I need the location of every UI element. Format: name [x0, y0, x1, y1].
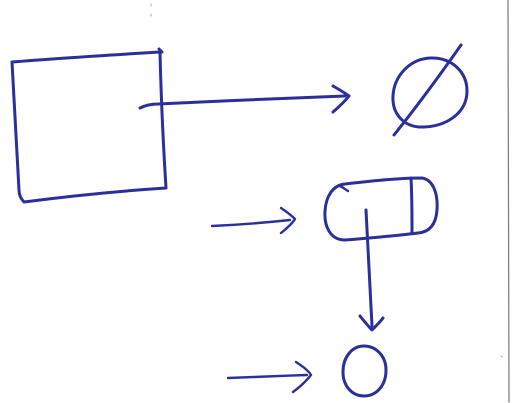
paper-speck-right: [500, 355, 503, 358]
arrow-into-small-circle: [226, 360, 313, 394]
arrow-square-to-crossed-circle-head: [331, 84, 351, 114]
capsule: [323, 176, 439, 242]
arrow-into-capsule: [210, 206, 297, 235]
arrow-capsule-to-small-circle-head: [358, 314, 385, 332]
paper-right-edge: [507, 0, 510, 403]
large-square: [10, 50, 168, 204]
crossed-circle-slash: [392, 43, 463, 137]
crossed-circle-ring: [391, 56, 469, 129]
crossed-circle: [391, 43, 469, 137]
arrow-into-small-circle-head: [291, 360, 313, 394]
arrow-capsule-to-small-circle: [358, 208, 385, 332]
capsule-outline: [323, 176, 439, 242]
arrow-capsule-to-small-circle-shaft: [364, 208, 374, 328]
capsule-inner-mark: [338, 184, 350, 193]
arrow-into-capsule-head: [279, 206, 297, 235]
arrow-square-to-crossed-circle: [138, 84, 351, 114]
capsule-divider: [409, 176, 414, 234]
arrow-into-small-circle-shaft: [226, 373, 309, 380]
large-square-corner-dot: [157, 47, 164, 54]
arrow-into-capsule-shaft: [210, 218, 292, 228]
arrow-square-to-crossed-circle-shaft: [138, 94, 347, 110]
small-circle: [341, 344, 388, 398]
paper-marks: [150, 0, 510, 403]
